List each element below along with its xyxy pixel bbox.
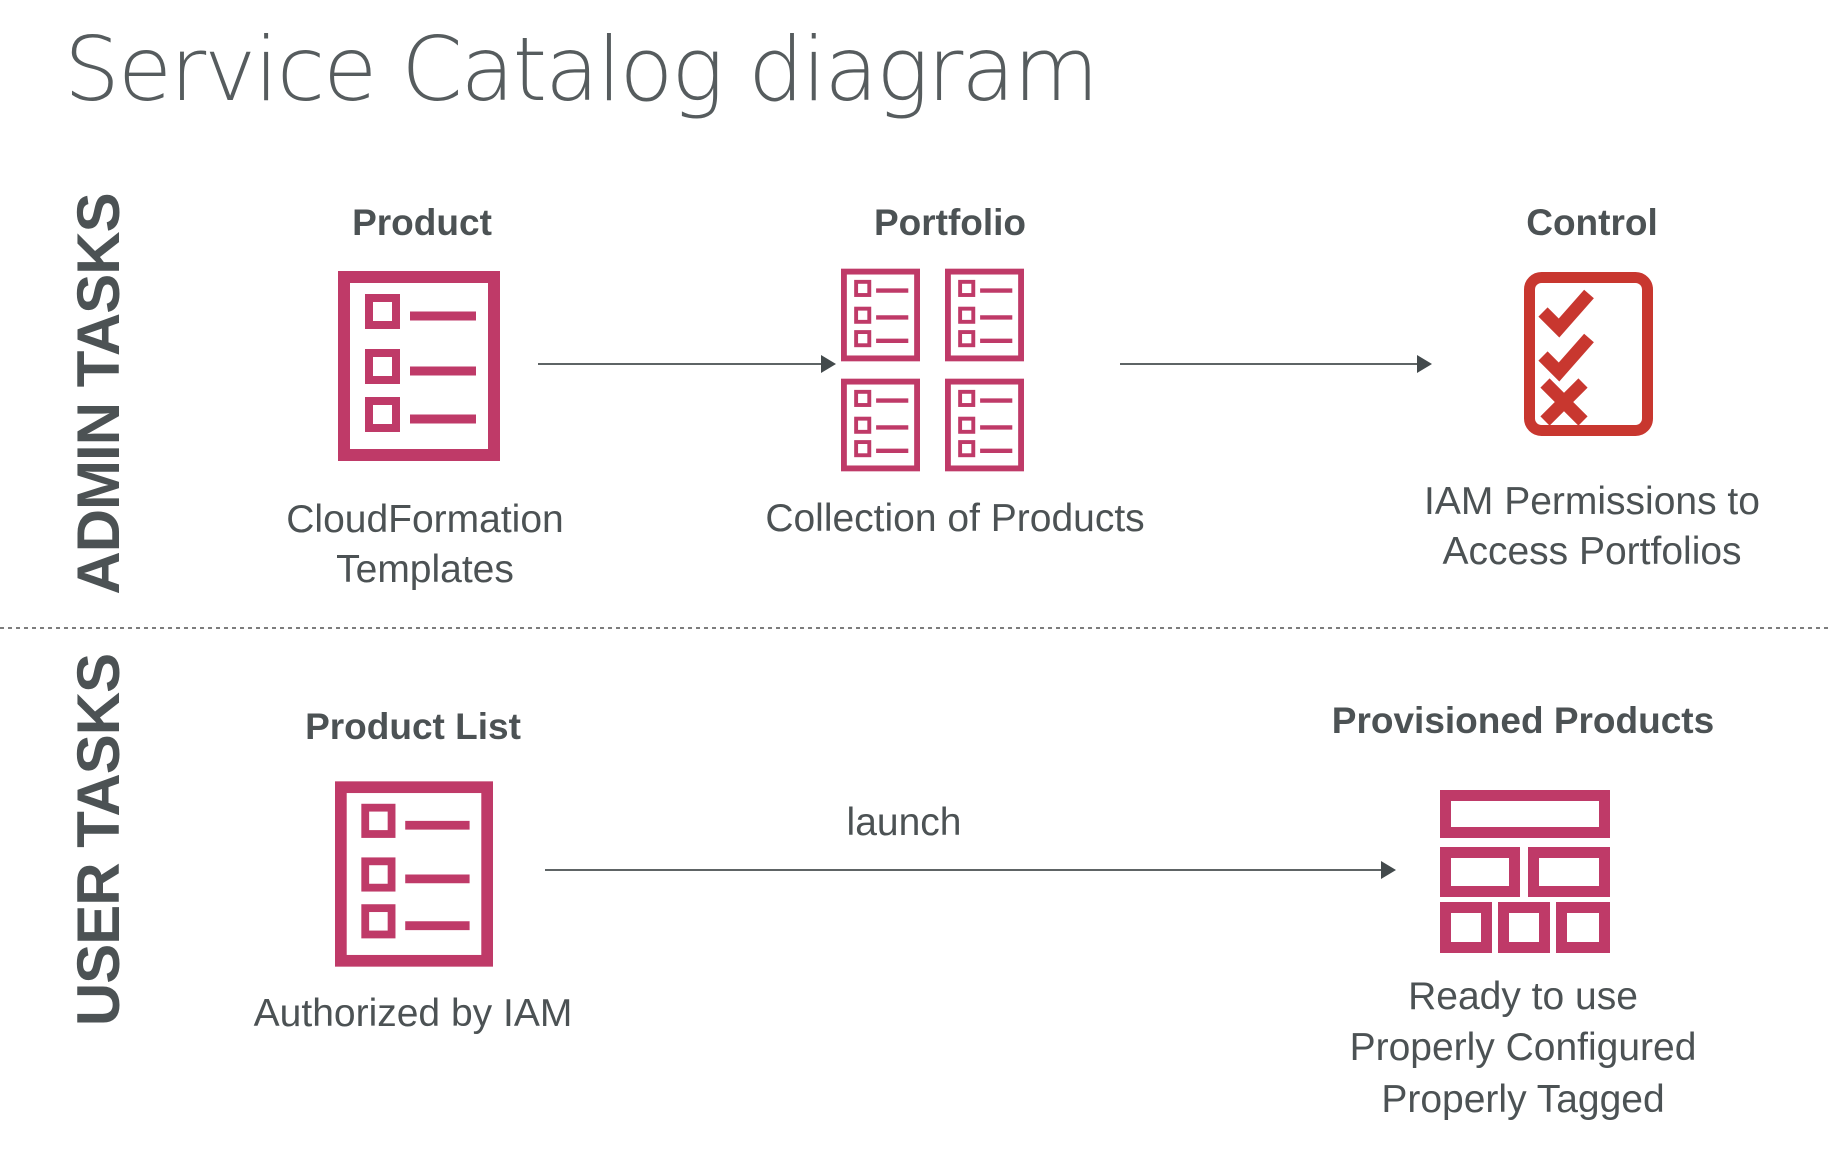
arrow-launch: [545, 861, 1396, 879]
portfolio-mini-list-icon: [841, 268, 920, 362]
control-checklist-icon: [1523, 271, 1654, 437]
portfolio-mini-list-icon: [841, 378, 920, 472]
product-list-list-icon: [335, 777, 493, 971]
portfolio-label: Portfolio: [873, 202, 1027, 243]
provisioned-products-blocks-icon: [1440, 790, 1610, 953]
section-label-user-tasks: USER TASKS: [65, 653, 132, 1027]
provisioned-products-caption: Ready to use Properly Configured Properl…: [1349, 975, 1697, 1121]
product-list-icon: [338, 271, 500, 461]
arrow-portfolio-to-control: [1120, 355, 1432, 373]
portfolio-mini-list-icon: [945, 268, 1024, 362]
launch-arrow-label: launch: [846, 801, 962, 844]
product-list-caption: Authorized by IAM: [253, 992, 573, 1035]
section-label-admin-tasks: ADMIN TASKS: [65, 193, 132, 595]
portfolio-caption: Collection of Products: [765, 497, 1145, 540]
control-label: Control: [1526, 202, 1658, 243]
portfolio-grid-icon: [841, 268, 1024, 472]
product-list-label: Product List: [305, 706, 521, 747]
provisioned-products-label: Provisioned Products: [1331, 700, 1715, 741]
dotted-divider-line: [0, 627, 1832, 629]
page-title: Service Catalog diagram: [64, 18, 1099, 121]
product-label: Product: [352, 202, 492, 243]
control-caption: IAM Permissions to Access Portfolios: [1424, 480, 1760, 573]
arrow-product-to-portfolio: [538, 355, 836, 373]
product-caption: CloudFormation Templates: [286, 498, 564, 591]
portfolio-mini-list-icon: [945, 378, 1024, 472]
